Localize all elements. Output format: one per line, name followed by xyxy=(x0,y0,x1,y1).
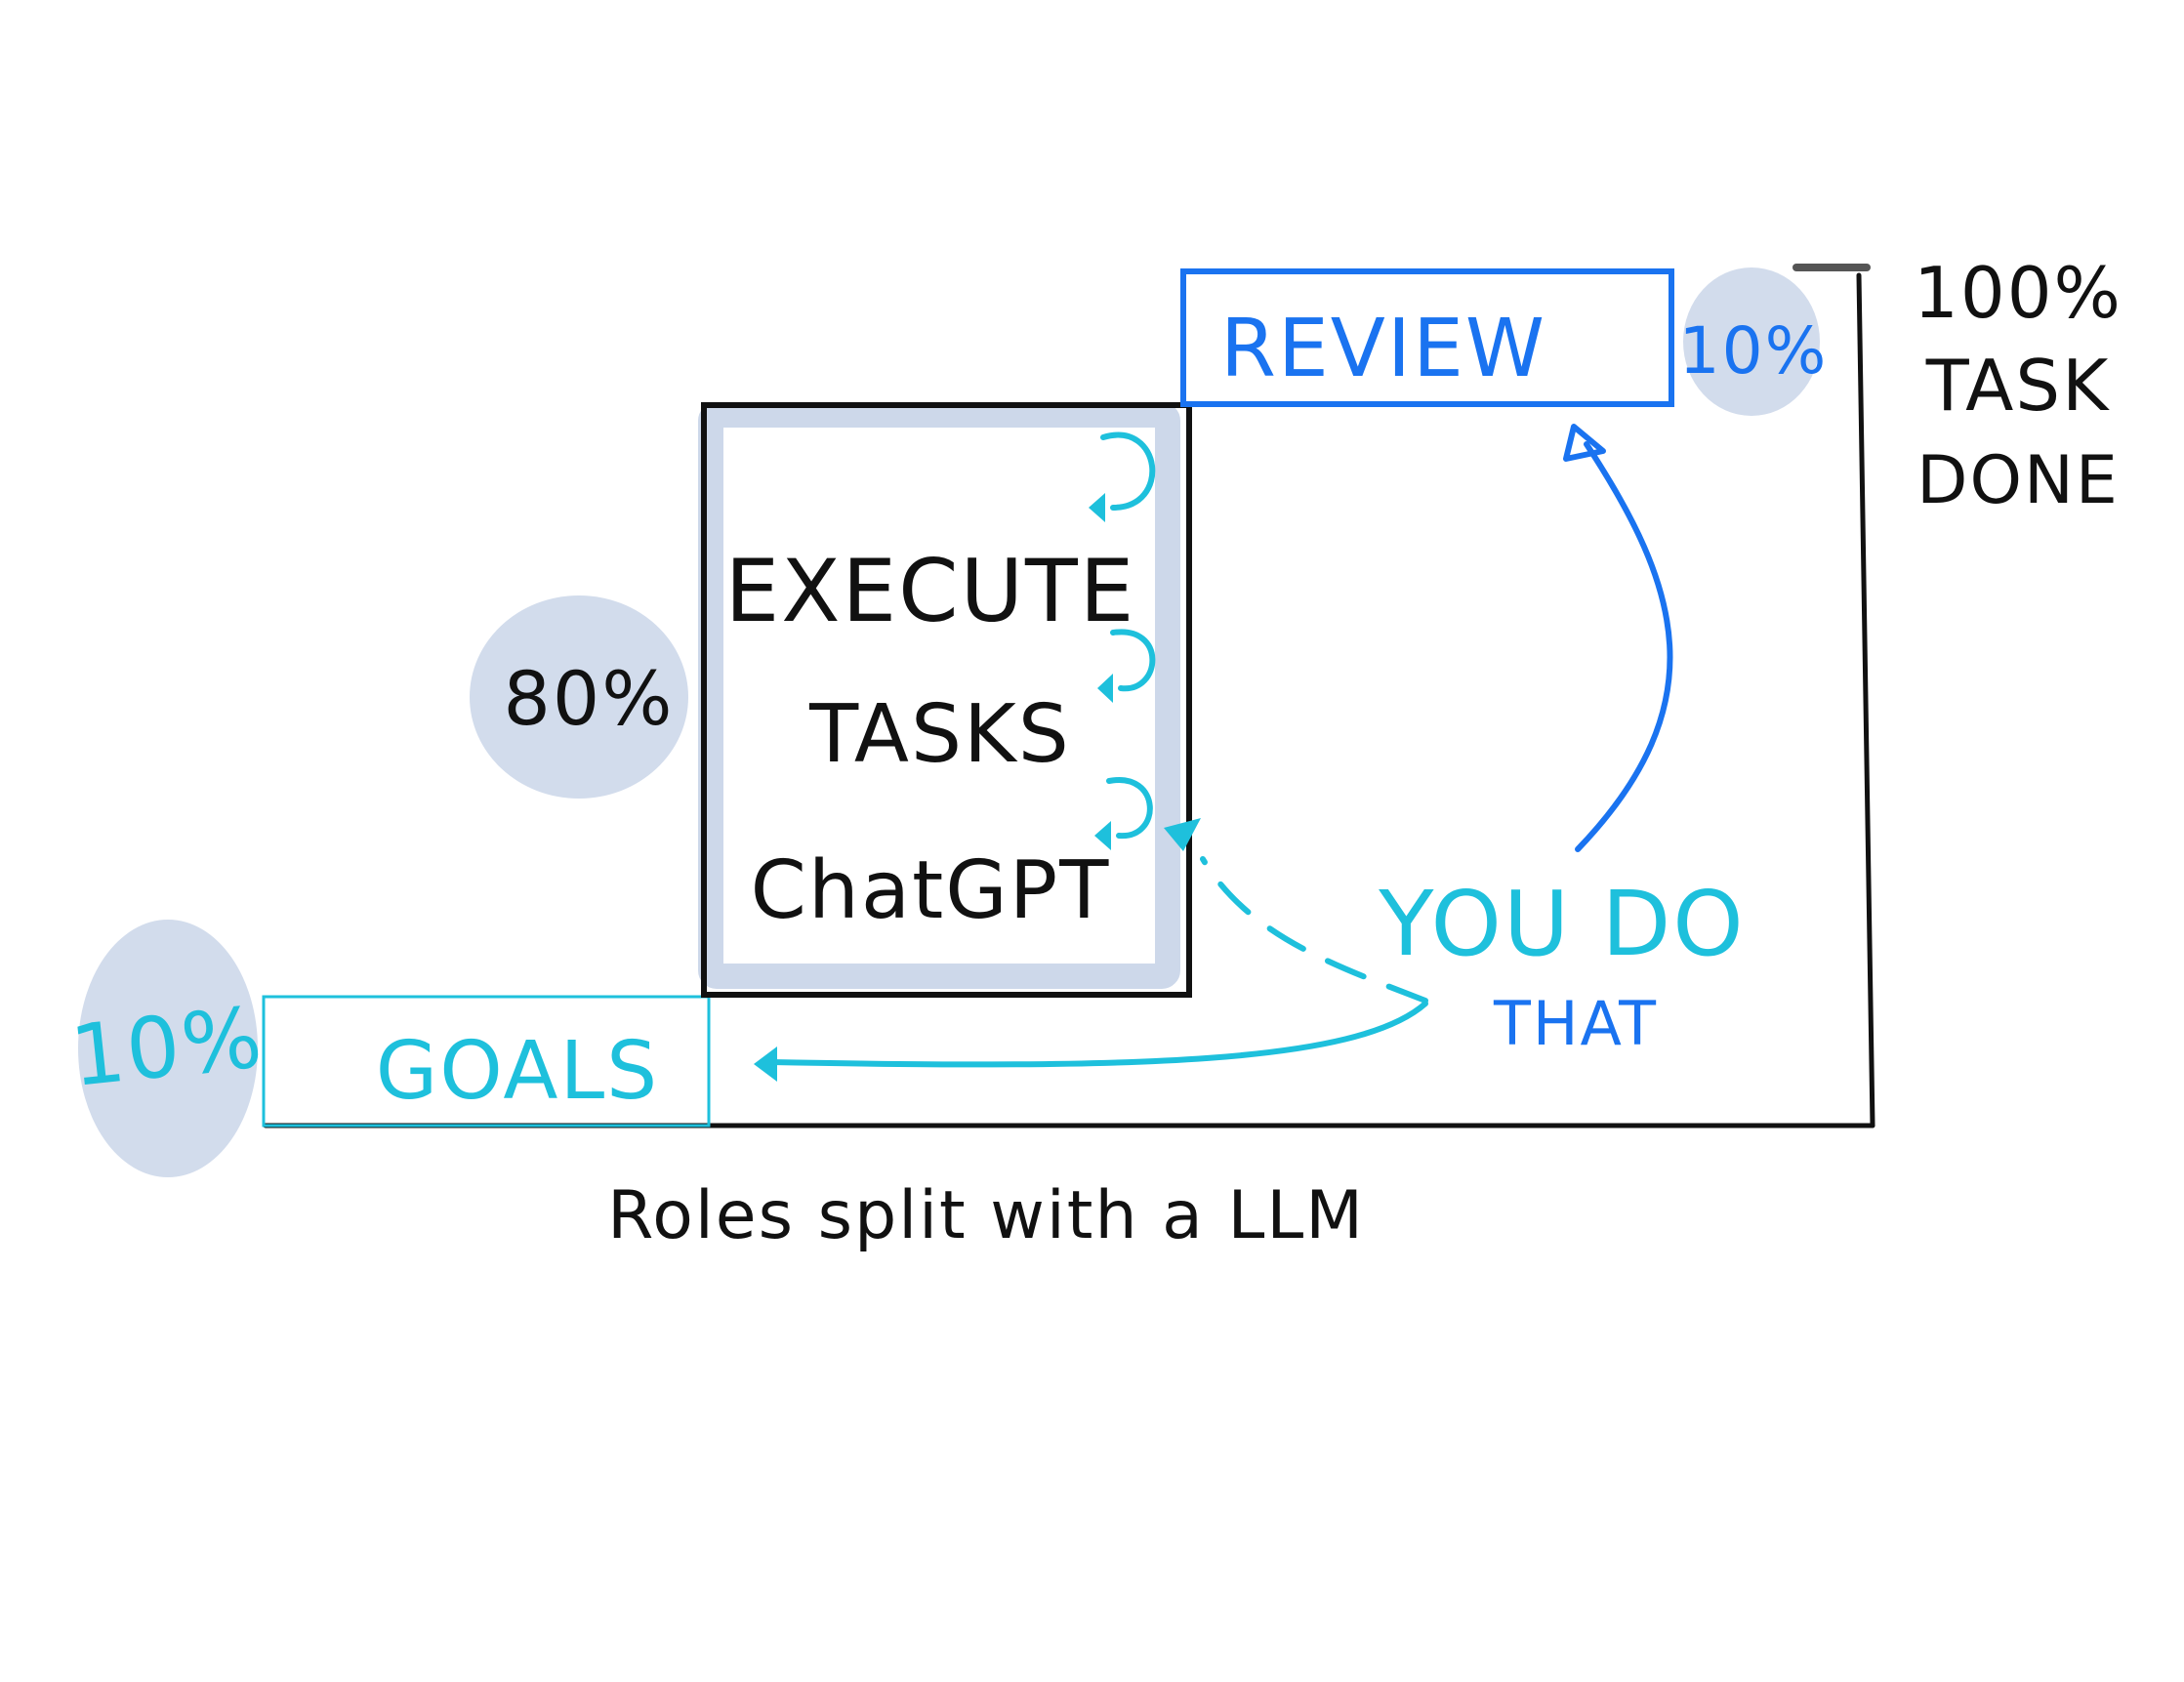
you-do-label: YOU DO xyxy=(1378,872,1745,976)
goals-label: GOALS xyxy=(376,1025,659,1118)
review-arrowhead-icon xyxy=(1563,424,1606,462)
execute-line-3: ChatGPT xyxy=(751,844,1111,937)
execute-percent-blob xyxy=(470,595,688,799)
loop-arrow-icon xyxy=(1106,777,1153,840)
task-done-line-3: DONE xyxy=(1916,442,2120,519)
loop-arrowhead-icon xyxy=(1097,674,1113,703)
review-percent: 10% xyxy=(1679,313,1829,389)
task-done-line-1: 100% xyxy=(1914,252,2122,334)
review-percent-blob xyxy=(1683,267,1820,416)
loop-arrow-icon xyxy=(1100,431,1156,511)
dashed-arrowhead-icon xyxy=(1164,818,1201,851)
loop-arrowhead-icon xyxy=(1089,493,1105,522)
review-label: REVIEW xyxy=(1220,303,1546,395)
that-label: THAT xyxy=(1493,988,1658,1059)
arrow-to-goals xyxy=(768,1001,1428,1068)
execute-line-2: TASKS xyxy=(808,688,1071,781)
loop-arrowhead-icon xyxy=(1094,821,1111,850)
vertical-axis xyxy=(1856,272,1875,1128)
task-done-line-2: TASK xyxy=(1925,345,2111,427)
goals-percent: 10% xyxy=(66,989,268,1106)
caption: Roles split with a LLM xyxy=(607,1177,1365,1254)
execute-line-1: EXECUTE xyxy=(725,541,1136,641)
arrow-to-review xyxy=(1575,441,1673,852)
execute-percent: 80% xyxy=(504,655,675,742)
loop-arrow-icon xyxy=(1110,629,1156,692)
review-box xyxy=(1180,268,1674,407)
execute-box-frame xyxy=(698,402,1180,989)
goals-box xyxy=(262,995,711,1128)
goals-percent-blob xyxy=(78,920,258,1177)
execute-box xyxy=(701,402,1192,998)
goals-arrowhead-icon xyxy=(754,1046,777,1082)
dashed-arrow-to-execute xyxy=(1200,856,1428,1004)
